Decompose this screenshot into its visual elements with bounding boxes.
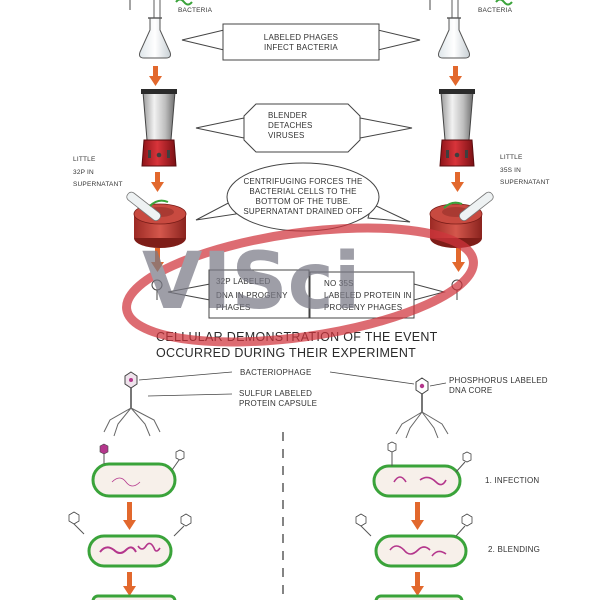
flask-icon bbox=[139, 17, 171, 59]
cell-infection-right bbox=[372, 441, 472, 498]
result-left-line-3: PHAGES bbox=[216, 303, 251, 312]
blender-right bbox=[439, 89, 475, 167]
pointer-line-sulfur bbox=[147, 393, 233, 397]
phosphorus-label-line-2: DNA CORE bbox=[449, 386, 492, 395]
phage-small-icon bbox=[387, 441, 397, 466]
flask-icon bbox=[438, 17, 470, 59]
side-left-line-1: LITTLE bbox=[73, 156, 96, 163]
phage-detached-icon bbox=[173, 513, 192, 537]
arrow-down-left-3 bbox=[151, 248, 164, 272]
bacteria-icon bbox=[175, 0, 193, 6]
sulfur-label-line-1: SULFUR LABELED bbox=[239, 389, 312, 398]
cell-blending-right bbox=[355, 513, 473, 568]
bacteria-label-right: BACTERIA bbox=[478, 7, 513, 14]
arrow-down-right-1 bbox=[449, 66, 462, 86]
arrow-down-right-2 bbox=[451, 172, 464, 192]
side-label-right: LITTLE 35S IN SUPERNATANT bbox=[500, 154, 550, 186]
arrow-down-right-4 bbox=[411, 502, 424, 530]
phage-detached-icon bbox=[455, 513, 473, 537]
result-right-callout: NO 35S LABELED PROTEIN IN PROGENY PHAGES bbox=[309, 271, 446, 319]
pointer-line-phage-right bbox=[329, 371, 415, 385]
arrow-down-right-3 bbox=[452, 248, 465, 272]
side-right-line-2: 35S IN bbox=[500, 167, 521, 174]
result-left-line-2: DNA IN PROGENY bbox=[216, 291, 288, 300]
result-left-line-1: 32P LABELED bbox=[216, 277, 271, 286]
bacteriophage-right bbox=[395, 377, 449, 439]
arrow-down-left-2 bbox=[151, 172, 164, 192]
sulfur-label-line-2: PROTEIN CAPSULE bbox=[239, 399, 317, 408]
bacteriophage-label: BACTERIOPHAGE bbox=[240, 368, 312, 377]
result-right-line-2: LABELED PROTEIN IN bbox=[324, 291, 412, 300]
side-left-line-2: 32P IN bbox=[73, 169, 94, 176]
cell-partial-left bbox=[91, 594, 177, 600]
pipette-icon bbox=[129, 0, 161, 18]
result-right-line-3: PROGENY PHAGES bbox=[324, 303, 402, 312]
phage-small-icon bbox=[455, 451, 472, 473]
bacteria-icon bbox=[495, 0, 513, 6]
bacteriophage-left bbox=[103, 371, 161, 437]
pipette-icon bbox=[429, 0, 459, 18]
phage-detached-icon bbox=[68, 511, 85, 535]
side-left-line-3: SUPERNATANT bbox=[73, 181, 123, 188]
pointer-line-phosphorus bbox=[429, 382, 447, 387]
phage-small-icon bbox=[171, 449, 185, 471]
cell-blending-left bbox=[68, 511, 192, 568]
infect-callout: LABELED PHAGES INFECT BACTERIA bbox=[181, 23, 421, 61]
blender-line-1: BLENDER bbox=[268, 111, 307, 120]
side-right-line-3: SUPERNATANT bbox=[500, 179, 550, 186]
centrifuge-left bbox=[126, 191, 187, 248]
centrifuge-line-4: SUPERNATANT DRAINED OFF bbox=[243, 207, 362, 216]
section-heading-line-2: OCCURRED DURING THEIR EXPERIMENT bbox=[156, 346, 416, 360]
arrow-down-left-1 bbox=[149, 66, 162, 86]
top-right-flask-group: BACTERIA bbox=[429, 0, 513, 59]
pointer-line-phage-left bbox=[138, 371, 233, 381]
centrifuge-callout: CENTRIFUGING FORCES THE BACTERIAL CELLS … bbox=[195, 162, 411, 232]
blender-line-3: VIRUSES bbox=[268, 131, 305, 140]
result-left-callout: 32P LABELED DNA IN PROGENY PHAGES bbox=[167, 269, 310, 319]
blender-left bbox=[141, 89, 177, 167]
phage-small-icon bbox=[99, 443, 109, 464]
step-infection-label: 1. INFECTION bbox=[485, 476, 539, 485]
infect-line-2: INFECT BACTERIA bbox=[264, 43, 338, 52]
arrow-down-right-5 bbox=[411, 572, 424, 596]
side-label-left: LITTLE 32P IN SUPERNATANT bbox=[73, 156, 123, 188]
visci-watermark: VISci bbox=[122, 223, 478, 347]
arrow-down-left-4 bbox=[123, 502, 136, 530]
top-left-flask-group: BACTERIA bbox=[129, 0, 213, 59]
phosphorus-label-line-1: PHOSPHORUS LABELED bbox=[449, 376, 548, 385]
infect-line-1: LABELED PHAGES bbox=[264, 33, 338, 42]
result-right-line-1: NO 35S bbox=[324, 279, 354, 288]
blender-line-2: DETACHES bbox=[268, 121, 313, 130]
watermark-text: VISci bbox=[142, 237, 361, 327]
cell-partial-right bbox=[374, 594, 464, 600]
arrow-down-left-5 bbox=[123, 572, 136, 596]
blender-callout: BLENDER DETACHES VIRUSES bbox=[195, 103, 413, 153]
phage-detached-icon bbox=[355, 513, 372, 537]
centrifuge-line-3: BOTTOM OF THE TUBE. bbox=[256, 197, 351, 206]
centrifuge-line-1: CENTRIFUGING FORCES THE bbox=[243, 177, 362, 186]
bacteria-label-left: BACTERIA bbox=[178, 7, 213, 14]
step-blending-label: 2. BLENDING bbox=[488, 545, 540, 554]
centrifuge-line-2: BACTERIAL CELLS TO THE bbox=[249, 187, 356, 196]
cell-infection-left bbox=[91, 443, 185, 498]
side-right-line-1: LITTLE bbox=[500, 154, 523, 161]
tube-icon-left bbox=[151, 279, 163, 300]
